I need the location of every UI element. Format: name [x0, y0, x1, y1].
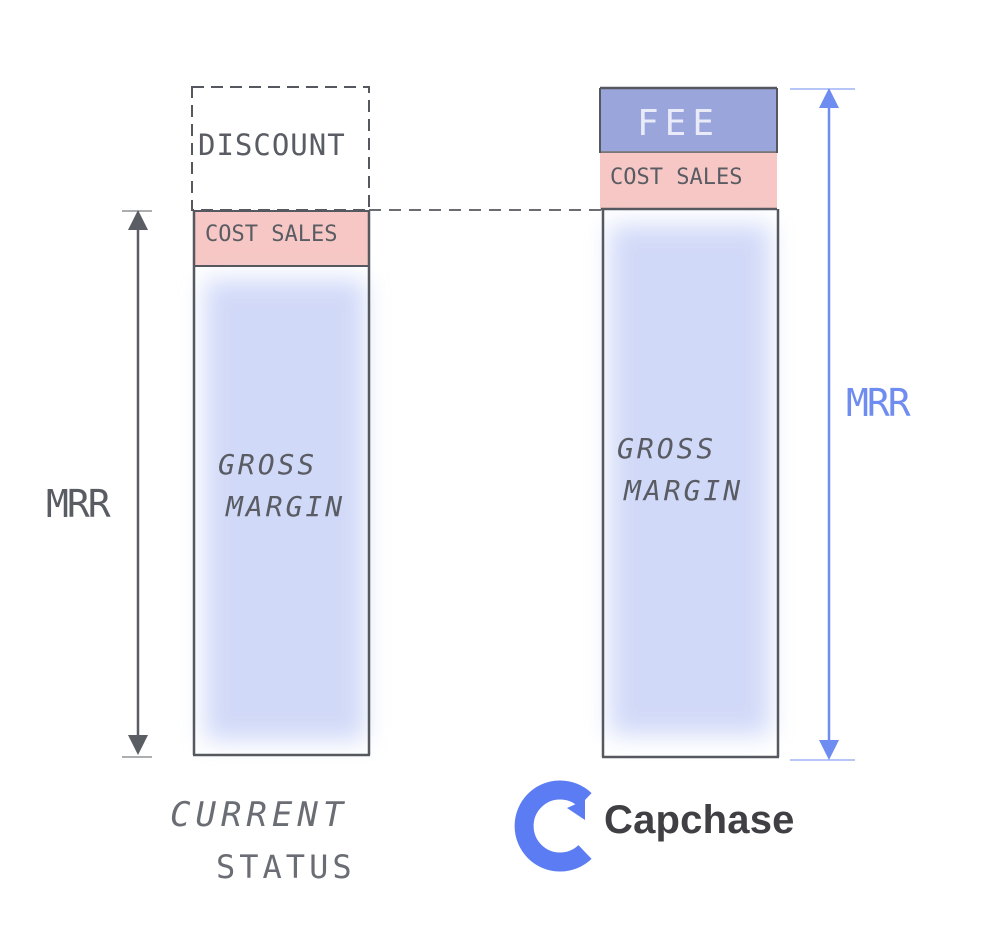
gross-label-right: Gross [617, 432, 717, 465]
cost-sales-box-left [194, 211, 368, 266]
mrr-label-right: MRR [846, 381, 911, 425]
cost-sales-label-right: Cost Sales [610, 165, 743, 190]
discount-label: Discount [198, 128, 346, 162]
mrr-label-left: MRR [46, 482, 111, 526]
gross-label-left: Gross [218, 448, 318, 481]
caption-current: Current [170, 795, 349, 835]
margin-label-right: Margin [624, 474, 744, 507]
capchase-wordmark: Capchase [604, 798, 795, 842]
caption-status: Status [216, 848, 356, 886]
capchase-c-icon [514, 780, 592, 872]
fee-box [600, 88, 777, 151]
margin-label-left: Margin [226, 490, 346, 523]
cost-sales-label-left: Cost Sales [205, 222, 338, 247]
gross-margin-fill-left [205, 280, 365, 740]
right-column [599, 86, 855, 761]
cost-sales-box-right [600, 152, 777, 209]
gross-margin-fill-right [610, 225, 770, 735]
fee-label: Fee [637, 103, 721, 144]
left-column [122, 86, 371, 758]
